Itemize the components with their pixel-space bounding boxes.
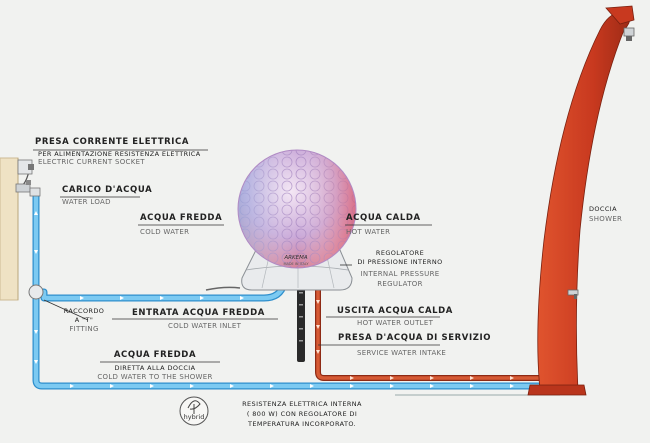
label-acqua-fredda: ACQUA FREDDA	[140, 213, 223, 223]
label-entrata: ENTRATA ACQUA FREDDA	[132, 308, 265, 318]
label-uscita: USCITA ACQUA CALDA	[337, 306, 453, 316]
label-acqua-fredda-en: COLD WATER	[140, 228, 190, 236]
label-acqua-calda: ACQUA CALDA	[346, 213, 421, 223]
shower-column	[527, 5, 635, 396]
label-fredda-diretta-sub: DIRETTA ALLA DOCCIA	[114, 364, 196, 372]
label-regolatore-1: REGOLATORE	[375, 249, 425, 257]
t-fitting	[28, 284, 44, 300]
label-presa-servizio-en: SERVICE WATER INTAKE	[357, 349, 447, 357]
hot-water-pipe	[315, 279, 543, 381]
leader-lines	[33, 149, 440, 363]
label-resistenza-2: ( 800 W) CON REGOLATORE DI	[246, 410, 358, 418]
label-acqua-calda-en: HOT WATER	[346, 228, 391, 236]
label-fredda-diretta: ACQUA FREDDA	[113, 350, 197, 360]
label-resistenza-3: TEMPERATURA INCORPORATO.	[247, 420, 357, 428]
label-fredda-diretta-en: COLD WATER TO THE SHOWER	[97, 373, 213, 381]
hybrid-leaf-icon	[187, 400, 201, 414]
tank-brand: ARKEMA	[284, 255, 308, 261]
shower-head-icon	[623, 27, 635, 41]
hybrid-badge	[179, 396, 209, 426]
label-carico-en: WATER LOAD	[62, 198, 111, 206]
label-regolatore-en-2: REGULATOR	[377, 280, 423, 288]
label-doccia: DOCCIA	[589, 205, 617, 213]
label-resistenza-1: RESISTENZA ELETTRICA INTERNA	[242, 400, 362, 408]
label-doccia-en: SHOWER	[589, 215, 623, 223]
label-presa-corrente-sub: PER ALIMENTAZIONE RESISTENZA ELETTRICA	[38, 150, 201, 158]
tap-icon	[15, 180, 41, 197]
label-regolatore-en-1: INTERNAL PRESSURE	[360, 270, 440, 278]
label-presa-corrente: PRESA CORRENTE ELETTRICA	[35, 137, 190, 147]
hot-flow-arrows	[316, 300, 514, 380]
label-presa-corrente-en: ELECTRIC CURRENT SOCKET	[38, 158, 145, 166]
label-raccordo-2: A "T"	[74, 316, 94, 324]
tank-made-in: MADE IN ITALY	[283, 262, 309, 266]
label-entrata-en: COLD WATER INLET	[168, 322, 242, 330]
label-presa-servizio: PRESA D'ACQUA DI SERVIZIO	[338, 333, 492, 343]
tank-sphere	[237, 149, 357, 269]
label-hybrid: hybrid	[183, 413, 205, 421]
label-raccordo-1: RACCORDO	[63, 307, 105, 315]
shower-tap-icon	[567, 289, 579, 299]
wall	[0, 157, 19, 301]
socket-icon	[17, 159, 34, 175]
label-carico: CARICO D'ACQUA	[62, 185, 153, 195]
service-water-pipe	[297, 282, 305, 362]
label-uscita-en: HOT WATER OUTLET	[357, 319, 434, 327]
cold-flow-arrows	[34, 211, 514, 388]
label-regolatore-2: DI PRESSIONE INTERNO	[357, 258, 443, 266]
label-raccordo-en: FITTING	[69, 325, 99, 333]
